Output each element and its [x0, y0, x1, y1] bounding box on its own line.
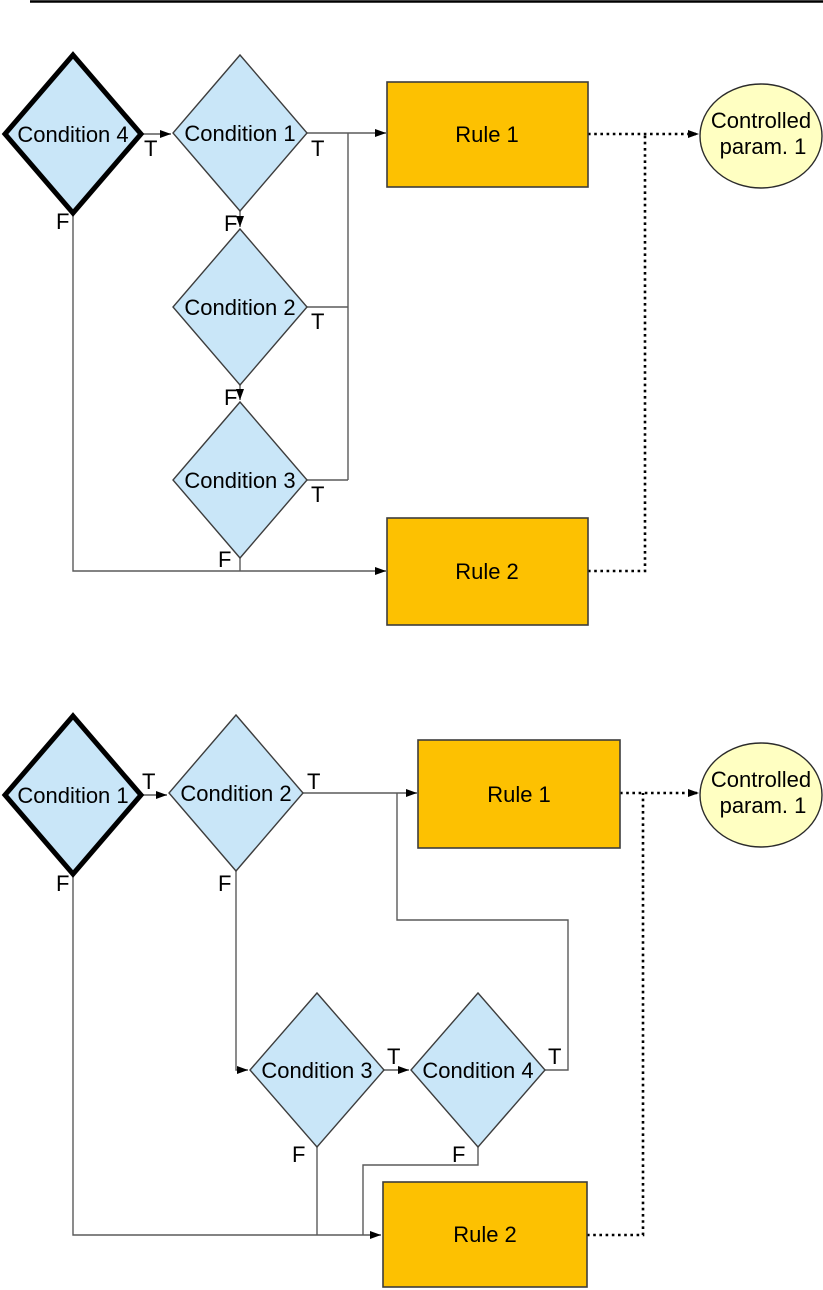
edge-cond4-true-to-rule1 — [396, 793, 569, 1071]
node-condition-4: Condition 4 — [410, 991, 546, 1149]
node-controlled-param-1: Controlled param. 1 — [699, 742, 823, 848]
condition-1-label: Condition 1 — [17, 783, 128, 808]
diagram-top: Condition 4 Condition 1 Condition 2 Cond… — [1, 51, 823, 626]
node-condition-2: Condition 2 — [172, 227, 308, 387]
edge-label-false: F — [218, 871, 231, 896]
condition-2-diamond — [168, 713, 304, 873]
edge-label-true: T — [311, 482, 324, 507]
condition-1-label: Condition 1 — [184, 121, 295, 146]
condition-1-diamond — [1, 712, 145, 878]
condition-4-label: Condition 4 — [422, 1058, 533, 1083]
rule-2-label: Rule 2 — [455, 559, 519, 584]
condition-3-diamond — [249, 991, 385, 1149]
node-condition-3: Condition 3 — [172, 400, 308, 560]
diagram-bottom: Condition 1 Condition 2 Condition 3 Cond… — [1, 712, 823, 1288]
node-rule-1: Rule 1 — [386, 81, 589, 188]
edge-label-false: F — [224, 211, 237, 236]
node-condition-1: Condition 1 — [172, 53, 308, 213]
rule-1-box — [386, 81, 589, 188]
controlled-param-label-line2: param. 1 — [720, 134, 807, 159]
edge-cond4-false-to-rule2 — [72, 213, 386, 575]
edge-label-false: F — [56, 871, 69, 896]
edge-rule2-to-param — [588, 134, 647, 573]
node-condition-1: Condition 1 — [1, 712, 145, 878]
edge-label-true: T — [311, 309, 324, 334]
condition-3-diamond — [172, 400, 308, 560]
edge-label-false: F — [218, 547, 231, 572]
condition-2-diamond — [172, 227, 308, 387]
controlled-param-label-line2: param. 1 — [720, 793, 807, 818]
rule-2-box — [386, 517, 589, 626]
edge-cond4-false-branch — [362, 1147, 479, 1235]
condition-3-label: Condition 3 — [261, 1058, 372, 1083]
node-condition-3: Condition 3 — [249, 991, 385, 1149]
edge-cond1-false-to-rule2 — [72, 874, 381, 1239]
condition-4-diamond — [410, 991, 546, 1149]
edge-label-true: T — [548, 1044, 561, 1069]
condition-4-label: Condition 4 — [17, 122, 128, 147]
condition-3-label: Condition 3 — [184, 468, 295, 493]
node-rule-2: Rule 2 — [386, 517, 589, 626]
condition-1-diamond — [172, 53, 308, 213]
rule-2-box — [382, 1181, 588, 1288]
node-condition-4: Condition 4 — [1, 51, 145, 217]
edge-rule2-to-param — [587, 793, 645, 1237]
node-controlled-param-1: Controlled param. 1 — [699, 83, 823, 189]
condition-2-label: Condition 2 — [184, 295, 295, 320]
node-rule-1: Rule 1 — [417, 739, 621, 849]
rule-2-label: Rule 2 — [453, 1222, 517, 1247]
controlled-param-ellipse — [699, 742, 823, 848]
condition-2-label: Condition 2 — [180, 781, 291, 806]
node-condition-2: Condition 2 — [168, 713, 304, 873]
controlled-param-label-line1: Controlled — [711, 108, 811, 133]
condition-4-diamond — [1, 51, 145, 217]
edge-label-false: F — [56, 209, 69, 234]
edge-label-true: T — [311, 136, 324, 161]
edge-label-true: T — [144, 136, 157, 161]
edge-label-false: F — [452, 1142, 465, 1167]
edge-label-true: T — [387, 1044, 400, 1069]
edge-label-true: T — [142, 769, 155, 794]
rule-1-label: Rule 1 — [455, 122, 519, 147]
edge-label-false: F — [224, 385, 237, 410]
controlled-param-ellipse — [699, 83, 823, 189]
node-rule-2: Rule 2 — [382, 1181, 588, 1288]
controlled-param-label-line1: Controlled — [711, 767, 811, 792]
rule-1-label: Rule 1 — [487, 782, 551, 807]
edge-label-true: T — [307, 769, 320, 794]
edge-label-false: F — [292, 1142, 305, 1167]
rule-1-box — [417, 739, 621, 849]
edge-cond2-false-to-cond3 — [235, 871, 248, 1074]
